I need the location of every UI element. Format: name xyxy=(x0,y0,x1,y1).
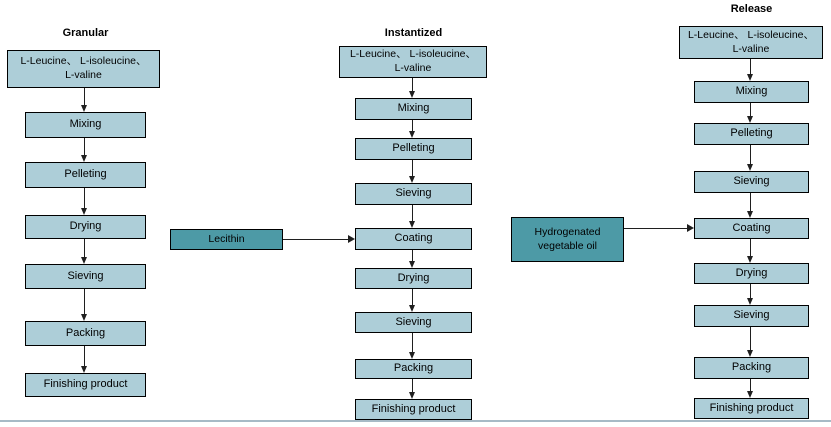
down-arrow xyxy=(747,379,754,398)
step-box-instantized-finishing-product: Finishing product xyxy=(355,399,472,420)
step-box-granular-mixing: Mixing xyxy=(25,112,146,138)
step-box-instantized-drying: Drying xyxy=(355,268,472,289)
right-arrow-lecithin-to-coating xyxy=(283,235,355,244)
flow-title-granular: Granular xyxy=(62,27,109,39)
step-box-release-sieving: Sieving xyxy=(694,171,809,193)
down-arrow xyxy=(747,103,754,123)
step-box-release-pelleting: Pelleting xyxy=(694,123,809,145)
down-arrow xyxy=(81,346,88,373)
step-box-release-sieving-2: Sieving xyxy=(694,305,809,327)
bottom-divider xyxy=(0,420,831,422)
down-arrow xyxy=(747,327,754,357)
step-box-granular-pelleting: Pelleting xyxy=(25,162,146,188)
down-arrow xyxy=(747,193,754,218)
input-box-hydrogenated-vegetable-oil: Hydrogenated vegetable oil xyxy=(511,217,624,262)
down-arrow xyxy=(747,145,754,171)
down-arrow xyxy=(81,138,88,162)
down-arrow xyxy=(747,239,754,263)
step-box-instantized-packing: Packing xyxy=(355,359,472,379)
input-box-lecithin: Lecithin xyxy=(170,229,283,250)
down-arrow xyxy=(747,284,754,305)
step-box-release-finishing-product: Finishing product xyxy=(694,398,809,419)
step-box-release-drying: Drying xyxy=(694,263,809,284)
step-box-instantized-coating: Coating xyxy=(355,228,472,250)
flow-title-instantized: Instantized xyxy=(384,27,443,39)
step-box-instantized-mixing: Mixing xyxy=(355,98,472,120)
step-box-instantized-sieving: Sieving xyxy=(355,183,472,205)
down-arrow xyxy=(409,289,416,312)
step-box-granular-packing: Packing xyxy=(25,321,146,346)
down-arrow xyxy=(81,289,88,321)
down-arrow xyxy=(81,239,88,264)
step-box-instantized-pelleting: Pelleting xyxy=(355,138,472,160)
step-box-instantized-sieving-2: Sieving xyxy=(355,312,472,333)
down-arrow xyxy=(409,160,416,183)
step-box-release-coating: Coating xyxy=(694,218,809,239)
step-box-granular-sieving: Sieving xyxy=(25,264,146,289)
flow-title-release: Release xyxy=(730,3,773,15)
step-box-granular-drying: Drying xyxy=(25,215,146,239)
materials-box-release: L-Leucine、 L-isoleucine、 L-valine xyxy=(679,26,823,59)
down-arrow xyxy=(81,188,88,215)
step-box-release-packing: Packing xyxy=(694,357,809,379)
down-arrow xyxy=(409,78,416,98)
materials-box-instantized: L-Leucine、 L-isoleucine、 L-valine xyxy=(339,46,487,78)
down-arrow xyxy=(409,205,416,228)
down-arrow xyxy=(81,88,88,112)
down-arrow xyxy=(409,379,416,399)
right-arrow-oil-to-coating xyxy=(624,224,694,233)
step-box-release-mixing: Mixing xyxy=(694,81,809,103)
step-box-granular-finishing-product: Finishing product xyxy=(25,373,146,397)
down-arrow xyxy=(409,250,416,268)
materials-box-granular: L-Leucine、 L-isoleucine、 L-valine xyxy=(7,50,160,88)
down-arrow xyxy=(409,120,416,138)
down-arrow xyxy=(747,59,754,81)
down-arrow xyxy=(409,333,416,359)
